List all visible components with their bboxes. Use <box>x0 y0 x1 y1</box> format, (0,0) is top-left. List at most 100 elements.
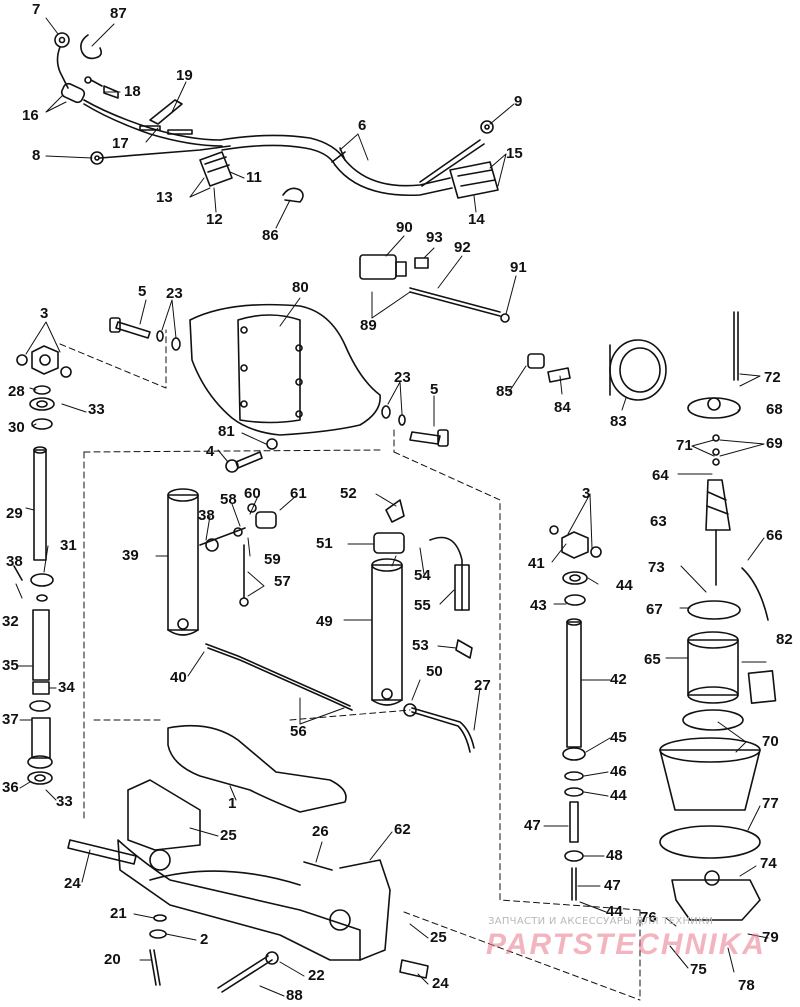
callout-62: 62 <box>394 821 411 838</box>
callout-61: 61 <box>290 485 307 502</box>
callout-24-left: 24 <box>64 875 81 892</box>
callout-72: 72 <box>764 369 781 386</box>
callout-18: 18 <box>124 83 141 100</box>
callout-39: 39 <box>122 547 139 564</box>
trim-motor <box>659 311 777 921</box>
callout-56: 56 <box>290 723 307 740</box>
callout-25-bottom: 25 <box>430 929 447 946</box>
trim-sender-parts <box>359 254 510 323</box>
callout-33-top: 33 <box>88 401 105 418</box>
callout-59: 59 <box>264 551 281 568</box>
callout-63: 63 <box>650 513 667 530</box>
trim-cylinder-49 <box>371 499 405 706</box>
callout-55: 55 <box>414 597 431 614</box>
watermark-logo: PARTSTECHNIKA <box>486 928 766 961</box>
callout-85: 85 <box>496 383 513 400</box>
callout-5-right: 5 <box>430 381 439 398</box>
callout-4: 4 <box>206 443 215 460</box>
callout-86: 86 <box>262 227 279 244</box>
callout-29: 29 <box>6 505 23 522</box>
callout-27: 27 <box>474 677 491 694</box>
callout-70: 70 <box>762 733 779 750</box>
callout-71: 71 <box>676 437 693 454</box>
callout-53: 53 <box>412 637 429 654</box>
callout-13: 13 <box>156 189 173 206</box>
callout-11: 11 <box>246 169 262 186</box>
callout-34: 34 <box>58 679 75 696</box>
callout-19: 19 <box>176 67 193 84</box>
callout-16: 16 <box>22 107 39 124</box>
left-cylinder-stack <box>13 345 72 785</box>
callout-93: 93 <box>426 229 443 246</box>
callout-14: 14 <box>468 211 485 228</box>
callout-46: 46 <box>610 763 627 780</box>
callout-90: 90 <box>396 219 413 236</box>
callout-88: 88 <box>286 987 303 1004</box>
callout-47-top: 47 <box>524 817 541 834</box>
bolts-and-washers <box>109 317 449 473</box>
callout-25-top: 25 <box>220 827 237 844</box>
callout-87: 87 <box>110 5 127 22</box>
callout-44-bottom: 44 <box>606 903 623 920</box>
callout-23-top: 23 <box>166 285 183 302</box>
callout-43: 43 <box>530 597 547 614</box>
callout-54: 54 <box>414 567 431 584</box>
callout-28: 28 <box>8 383 25 400</box>
callout-92: 92 <box>454 239 471 256</box>
callout-35: 35 <box>2 657 19 674</box>
callout-7: 7 <box>32 1 41 18</box>
callout-15: 15 <box>506 145 523 162</box>
callout-21: 21 <box>110 905 127 922</box>
callout-8: 8 <box>32 147 41 164</box>
callout-67: 67 <box>646 601 663 618</box>
callout-24-right: 24 <box>432 975 449 992</box>
callout-52: 52 <box>340 485 357 502</box>
callout-23-right: 23 <box>394 369 411 386</box>
callout-26: 26 <box>312 823 329 840</box>
callout-44-mid: 44 <box>610 787 627 804</box>
callout-45: 45 <box>610 729 627 746</box>
dashed-guide-lines <box>59 329 641 1001</box>
callout-40: 40 <box>170 669 187 686</box>
callout-76: 76 <box>640 909 657 926</box>
callout-75: 75 <box>690 961 707 978</box>
callout-82: 82 <box>776 631 793 648</box>
callout-37: 37 <box>2 711 19 728</box>
bracket-80 <box>189 303 381 436</box>
swivel-bracket <box>167 724 347 813</box>
callout-57: 57 <box>274 573 291 590</box>
callout-3-left: 3 <box>40 305 49 322</box>
watermark-tagline: ЗАПЧАСТИ И АКСЕССУАРЫ ДЛЯ ТЕХНИКИ <box>488 916 714 927</box>
callout-17: 17 <box>112 135 129 152</box>
callout-74: 74 <box>760 855 777 872</box>
callout-65: 65 <box>644 651 661 668</box>
callout-38-left: 38 <box>6 553 23 570</box>
callout-80: 80 <box>292 279 309 296</box>
callout-36: 36 <box>2 779 19 796</box>
callout-38-top: 38 <box>198 507 215 524</box>
callout-79: 79 <box>762 929 779 946</box>
callout-5-top: 5 <box>138 283 147 300</box>
callout-33-bottom: 33 <box>56 793 73 810</box>
leader-lines <box>15 17 769 997</box>
callout-1: 1 <box>228 795 237 812</box>
callout-20: 20 <box>104 951 121 968</box>
callout-64: 64 <box>652 467 669 484</box>
callout-81: 81 <box>218 423 235 440</box>
callout-48: 48 <box>606 847 623 864</box>
callout-91: 91 <box>510 259 527 276</box>
callout-32: 32 <box>2 613 19 630</box>
callout-49: 49 <box>316 613 333 630</box>
callout-60: 60 <box>244 485 261 502</box>
callout-69: 69 <box>766 435 783 452</box>
callout-44-top: 44 <box>616 577 633 594</box>
right-piston-stack <box>549 525 602 901</box>
callout-3-right: 3 <box>582 485 591 502</box>
callout-22: 22 <box>308 967 325 984</box>
callout-84: 84 <box>554 399 571 416</box>
callout-30: 30 <box>8 419 25 436</box>
callout-77: 77 <box>762 795 779 812</box>
callout-78: 78 <box>738 977 755 994</box>
